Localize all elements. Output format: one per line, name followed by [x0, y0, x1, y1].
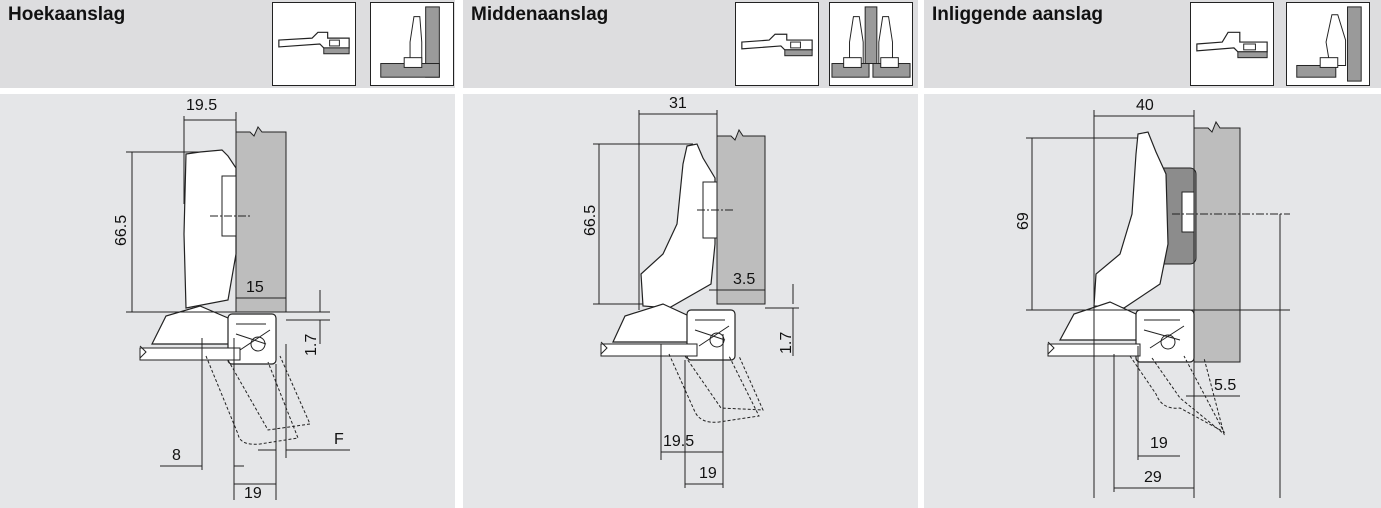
- dim-top-width: 31: [669, 95, 687, 112]
- dim-height: 66.5: [582, 205, 599, 236]
- dim-bottom: 19: [244, 485, 262, 502]
- panel-header: Middenaanslag: [463, 0, 918, 88]
- panel-title: Middenaanslag: [471, 4, 609, 25]
- hinge-drawing: 40 69 5.5 19 29: [924, 94, 1381, 508]
- dim-top-width: 40: [1136, 97, 1154, 114]
- panel-corner: Hoekaanslag: [0, 0, 455, 508]
- dim-overlap: 3.5: [733, 271, 755, 288]
- panel-title: Hoekaanslag: [8, 4, 126, 25]
- top-view-icon: [1190, 2, 1274, 86]
- front-view-inset-icon: [1286, 2, 1370, 86]
- dim-f: F: [334, 431, 344, 448]
- dim-inset: 5.5: [1214, 377, 1236, 394]
- dim-height: 66.5: [113, 215, 130, 246]
- dim-bottom: 19: [699, 465, 717, 482]
- dim-bottom-left: 19.5: [663, 433, 694, 450]
- front-view-corner-icon: [370, 2, 454, 86]
- panel-title: Inliggende aanslag: [932, 4, 1104, 25]
- top-view-icon: [735, 2, 819, 86]
- dim-gap: 1.7: [303, 334, 320, 356]
- hinge-drawing: 31 66.5 3.5 1.7 19.5 19: [463, 94, 918, 508]
- dim-left-bottom: 8: [172, 447, 181, 464]
- hinge-drawing: 19.5 66.5 15 1.7 8 19 F: [0, 94, 455, 508]
- dim-bottom-inner: 19: [1150, 435, 1168, 452]
- panel-header: Hoekaanslag: [0, 0, 455, 88]
- dim-height: 69: [1015, 212, 1032, 230]
- panel-header: Inliggende aanslag: [924, 0, 1381, 88]
- panel-inset: Inliggende aanslag: [924, 0, 1381, 508]
- front-view-middle-icon: [829, 2, 913, 86]
- top-view-icon: [272, 2, 356, 86]
- dim-bottom: 29: [1144, 469, 1162, 486]
- dim-top-width: 19.5: [186, 97, 217, 114]
- panel-middle: Middenaanslag: [463, 0, 918, 508]
- dim-overlap: 15: [246, 279, 264, 296]
- dim-gap: 1.7: [778, 332, 795, 354]
